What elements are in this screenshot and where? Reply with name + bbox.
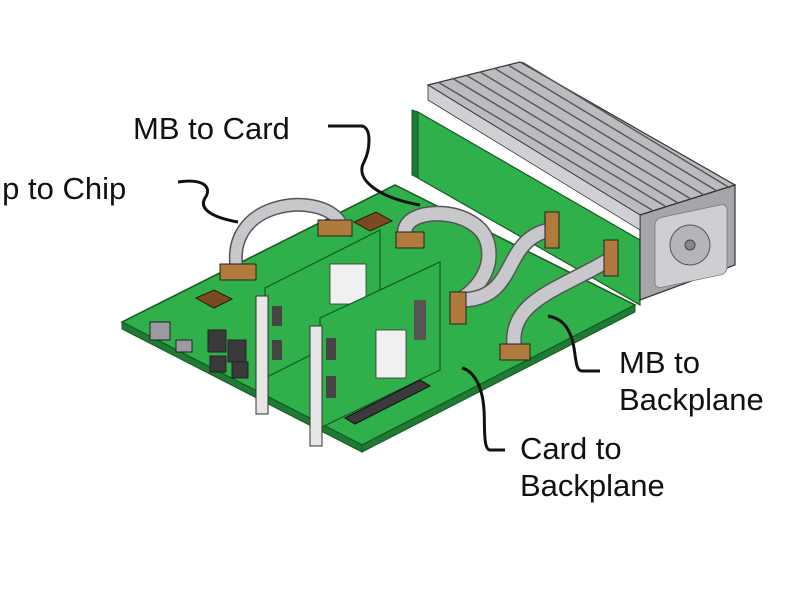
drive-cage <box>426 61 737 301</box>
label-card-to-backplane: Card to Backplane <box>520 431 665 503</box>
chip-left <box>194 289 234 309</box>
backplane-board <box>411 109 641 307</box>
cable-chip-to-chip <box>219 197 353 281</box>
rear-io-ports <box>149 321 249 379</box>
pcie-card-1 <box>255 229 381 415</box>
pcie-card-2 <box>309 261 441 447</box>
leader-card-to-backplane <box>461 366 505 452</box>
cable-mb-to-backplane <box>499 239 619 361</box>
memory-slot <box>343 379 432 425</box>
leader-mb-to-backplane <box>547 314 600 373</box>
cable-card-to-backplane <box>449 211 560 325</box>
leader-lines <box>177 124 600 452</box>
leader-mb-to-card <box>328 124 421 207</box>
chip-right <box>352 211 394 232</box>
label-mb-to-card: MB to Card <box>133 111 290 146</box>
leader-chip-to-chip <box>177 179 239 224</box>
label-mb-to-backplane: MB to Backplane <box>619 345 764 417</box>
label-chip-to-chip: hip to Chip <box>0 171 127 206</box>
